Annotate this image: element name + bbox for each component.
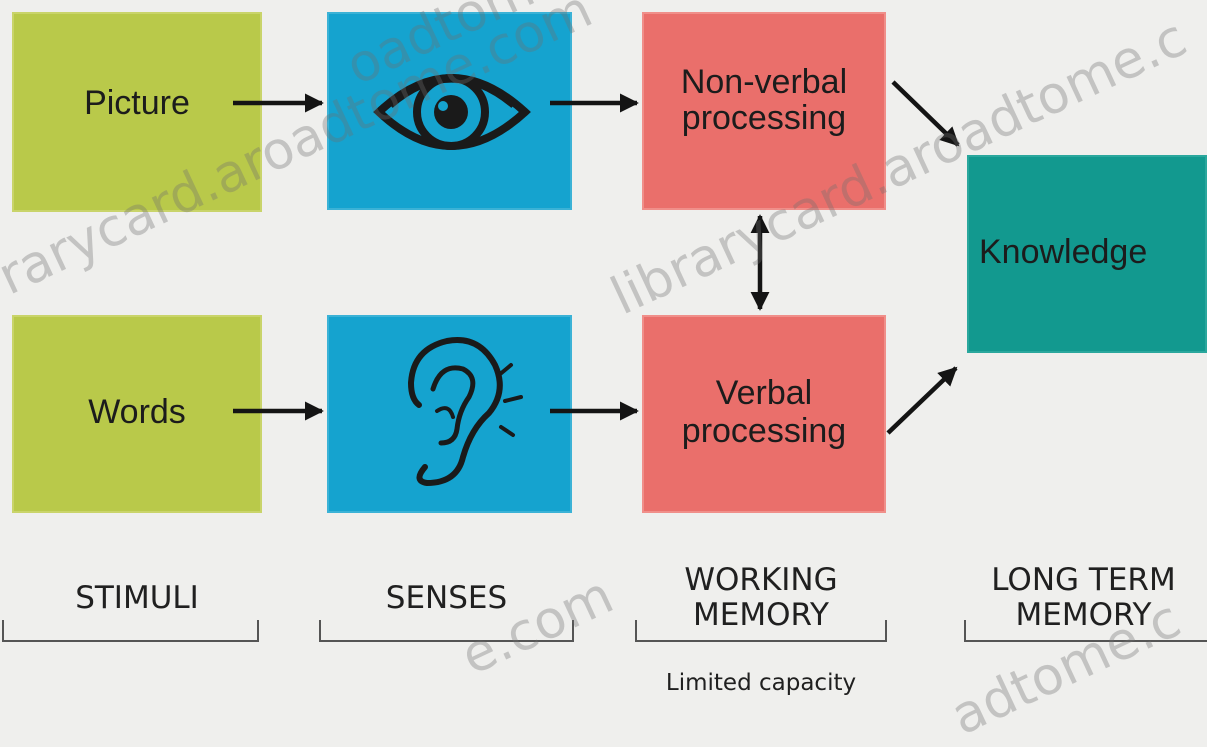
words-label: Words xyxy=(88,393,186,431)
verbal-processing-box: Verbal processing xyxy=(642,315,886,513)
stage-label-working-line2: MEMORY xyxy=(693,597,829,633)
ear-box xyxy=(327,315,572,513)
nonverbal-label-line1: Non-verbal xyxy=(680,63,848,101)
bracket-stimuli xyxy=(2,620,259,642)
limited-capacity-caption: Limited capacity xyxy=(665,670,857,696)
stage-label-stimuli: STIMULI xyxy=(75,580,199,616)
stage-label-longterm-line2: MEMORY xyxy=(1015,597,1152,633)
picture-label: Picture xyxy=(84,84,190,122)
knowledge-box: Knowledge xyxy=(967,155,1207,353)
eye-icon xyxy=(373,74,531,150)
arrow-nonverbal-to-knowledge xyxy=(891,80,960,147)
bracket-working-memory xyxy=(635,620,887,642)
ear-icon xyxy=(407,337,523,487)
words-box: Words xyxy=(12,315,262,513)
bracket-senses xyxy=(319,620,574,642)
bracket-long-term-memory xyxy=(964,620,1207,642)
diagram-connectors xyxy=(2,80,1207,642)
nonverbal-processing-box: Non-verbal processing xyxy=(642,12,886,210)
stage-label-longterm-line1: LONG TERM xyxy=(991,562,1176,598)
verbal-label-line2: processing xyxy=(681,412,847,450)
arrow-verbal-to-knowledge xyxy=(886,366,958,435)
picture-box: Picture xyxy=(12,12,262,212)
stage-label-senses: SENSES xyxy=(385,580,508,616)
stage-label-working-line1: WORKING xyxy=(684,562,838,598)
knowledge-label: Knowledge xyxy=(979,233,1148,271)
verbal-label-line1: Verbal xyxy=(715,374,813,412)
eye-box xyxy=(327,12,572,210)
nonverbal-label-line2: processing xyxy=(681,99,847,137)
